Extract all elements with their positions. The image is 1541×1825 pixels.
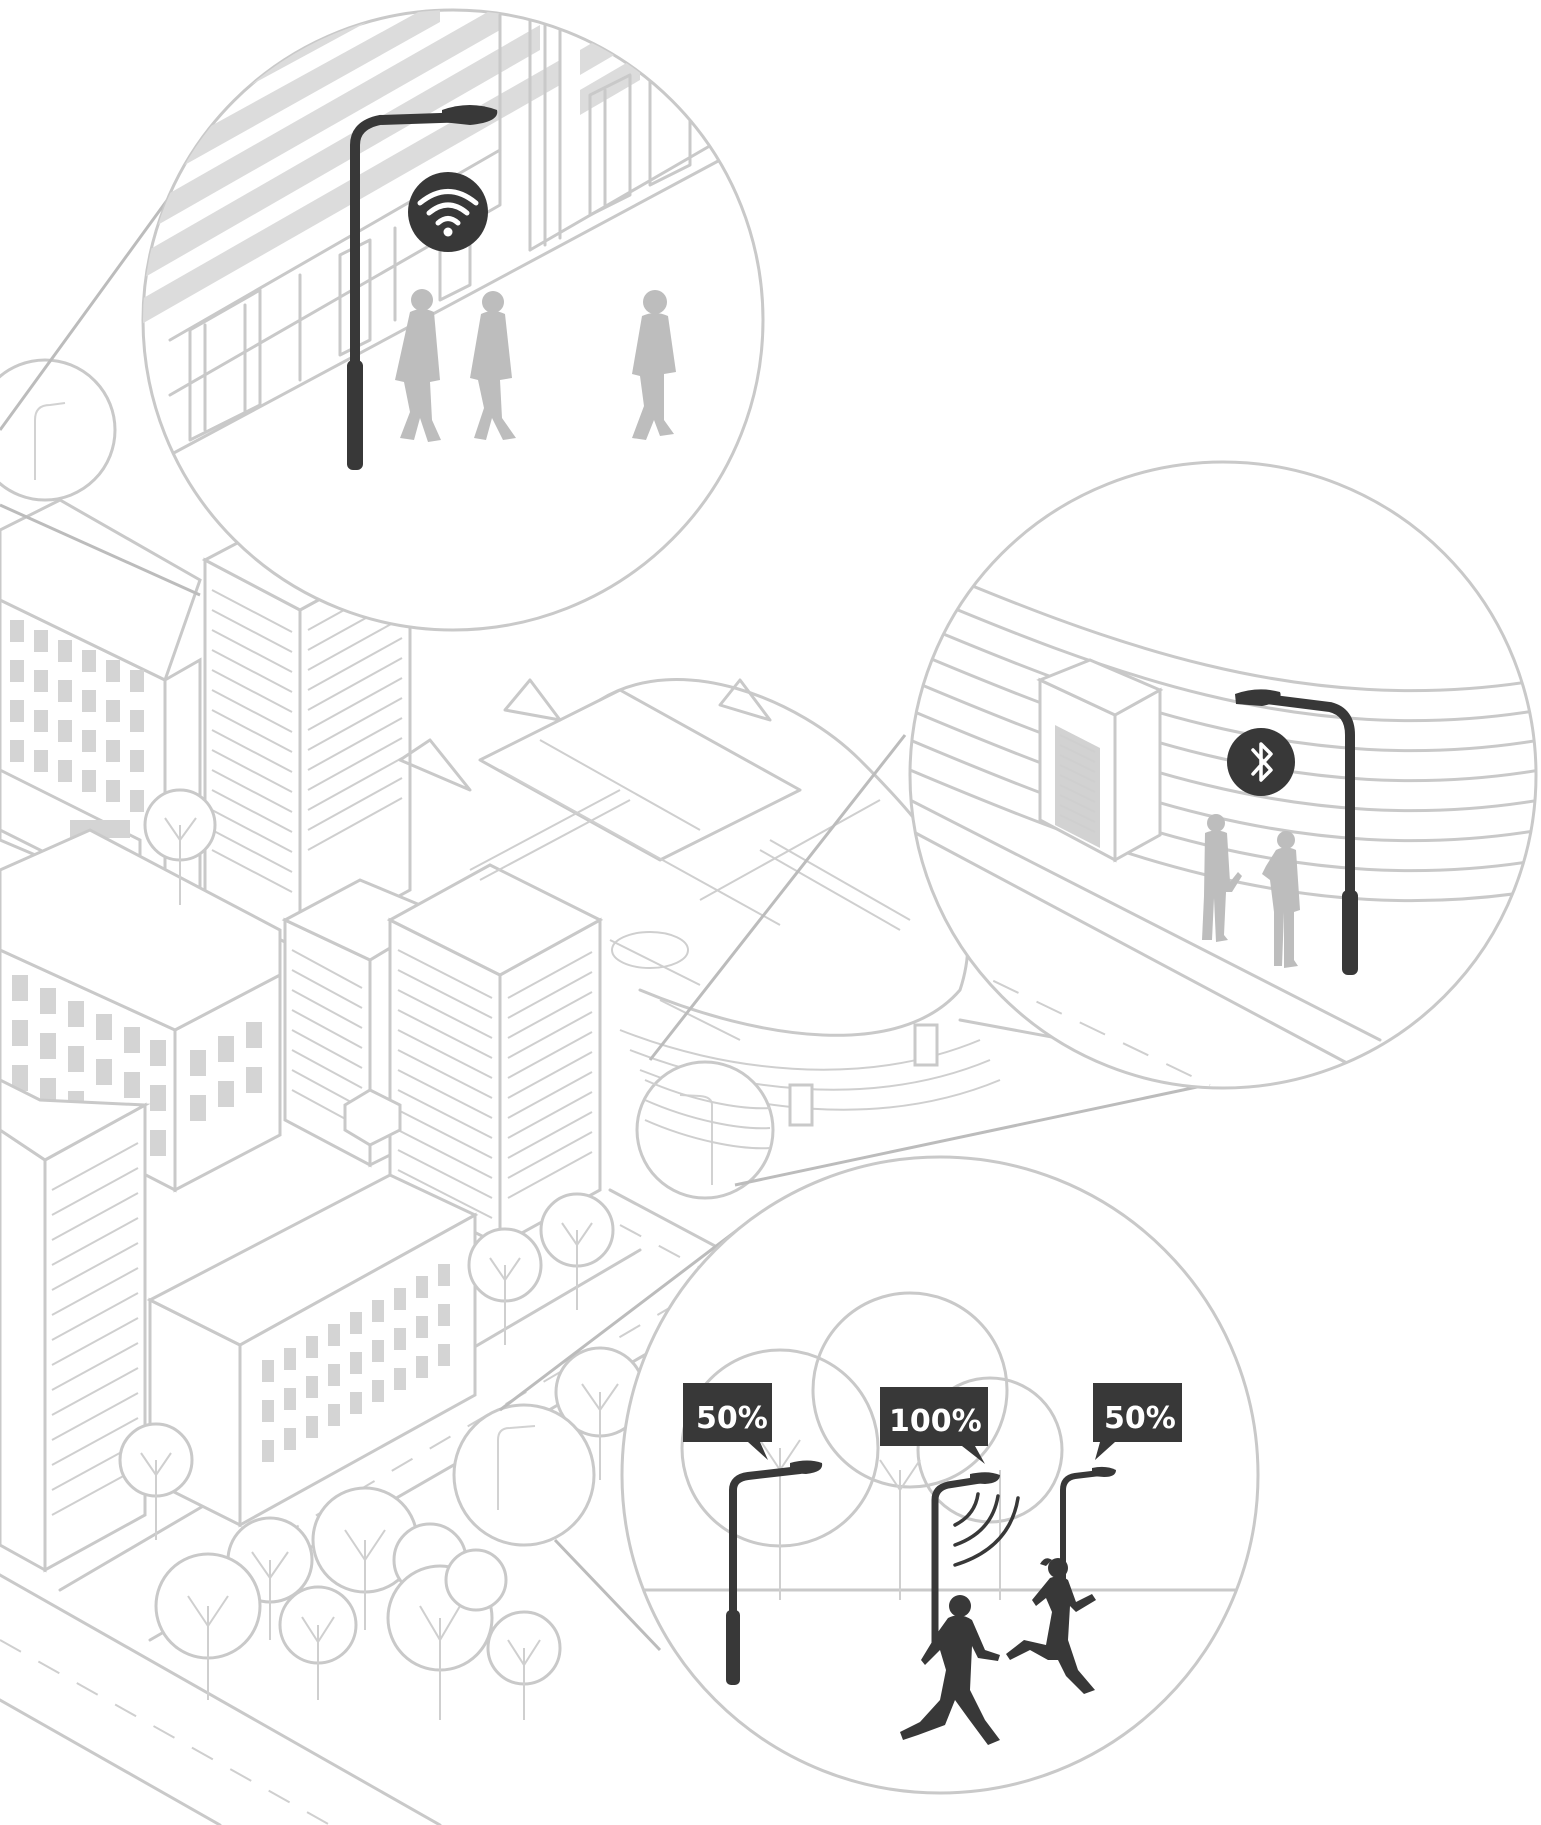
callout-wifi xyxy=(140,0,763,630)
dimming-badge-center-label: 100% xyxy=(889,1404,982,1439)
tower-pair xyxy=(285,865,600,1245)
tower-left-front xyxy=(0,1080,145,1570)
wifi-badge xyxy=(408,172,488,252)
callout-dimming: 50% 100% 50% xyxy=(620,1157,1260,1793)
dimming-badge-right-label: 50% xyxy=(1104,1401,1176,1436)
callout-bluetooth xyxy=(910,462,1540,1088)
bluetooth-badge xyxy=(1227,728,1295,796)
dimming-badge-left-label: 50% xyxy=(696,1401,768,1436)
